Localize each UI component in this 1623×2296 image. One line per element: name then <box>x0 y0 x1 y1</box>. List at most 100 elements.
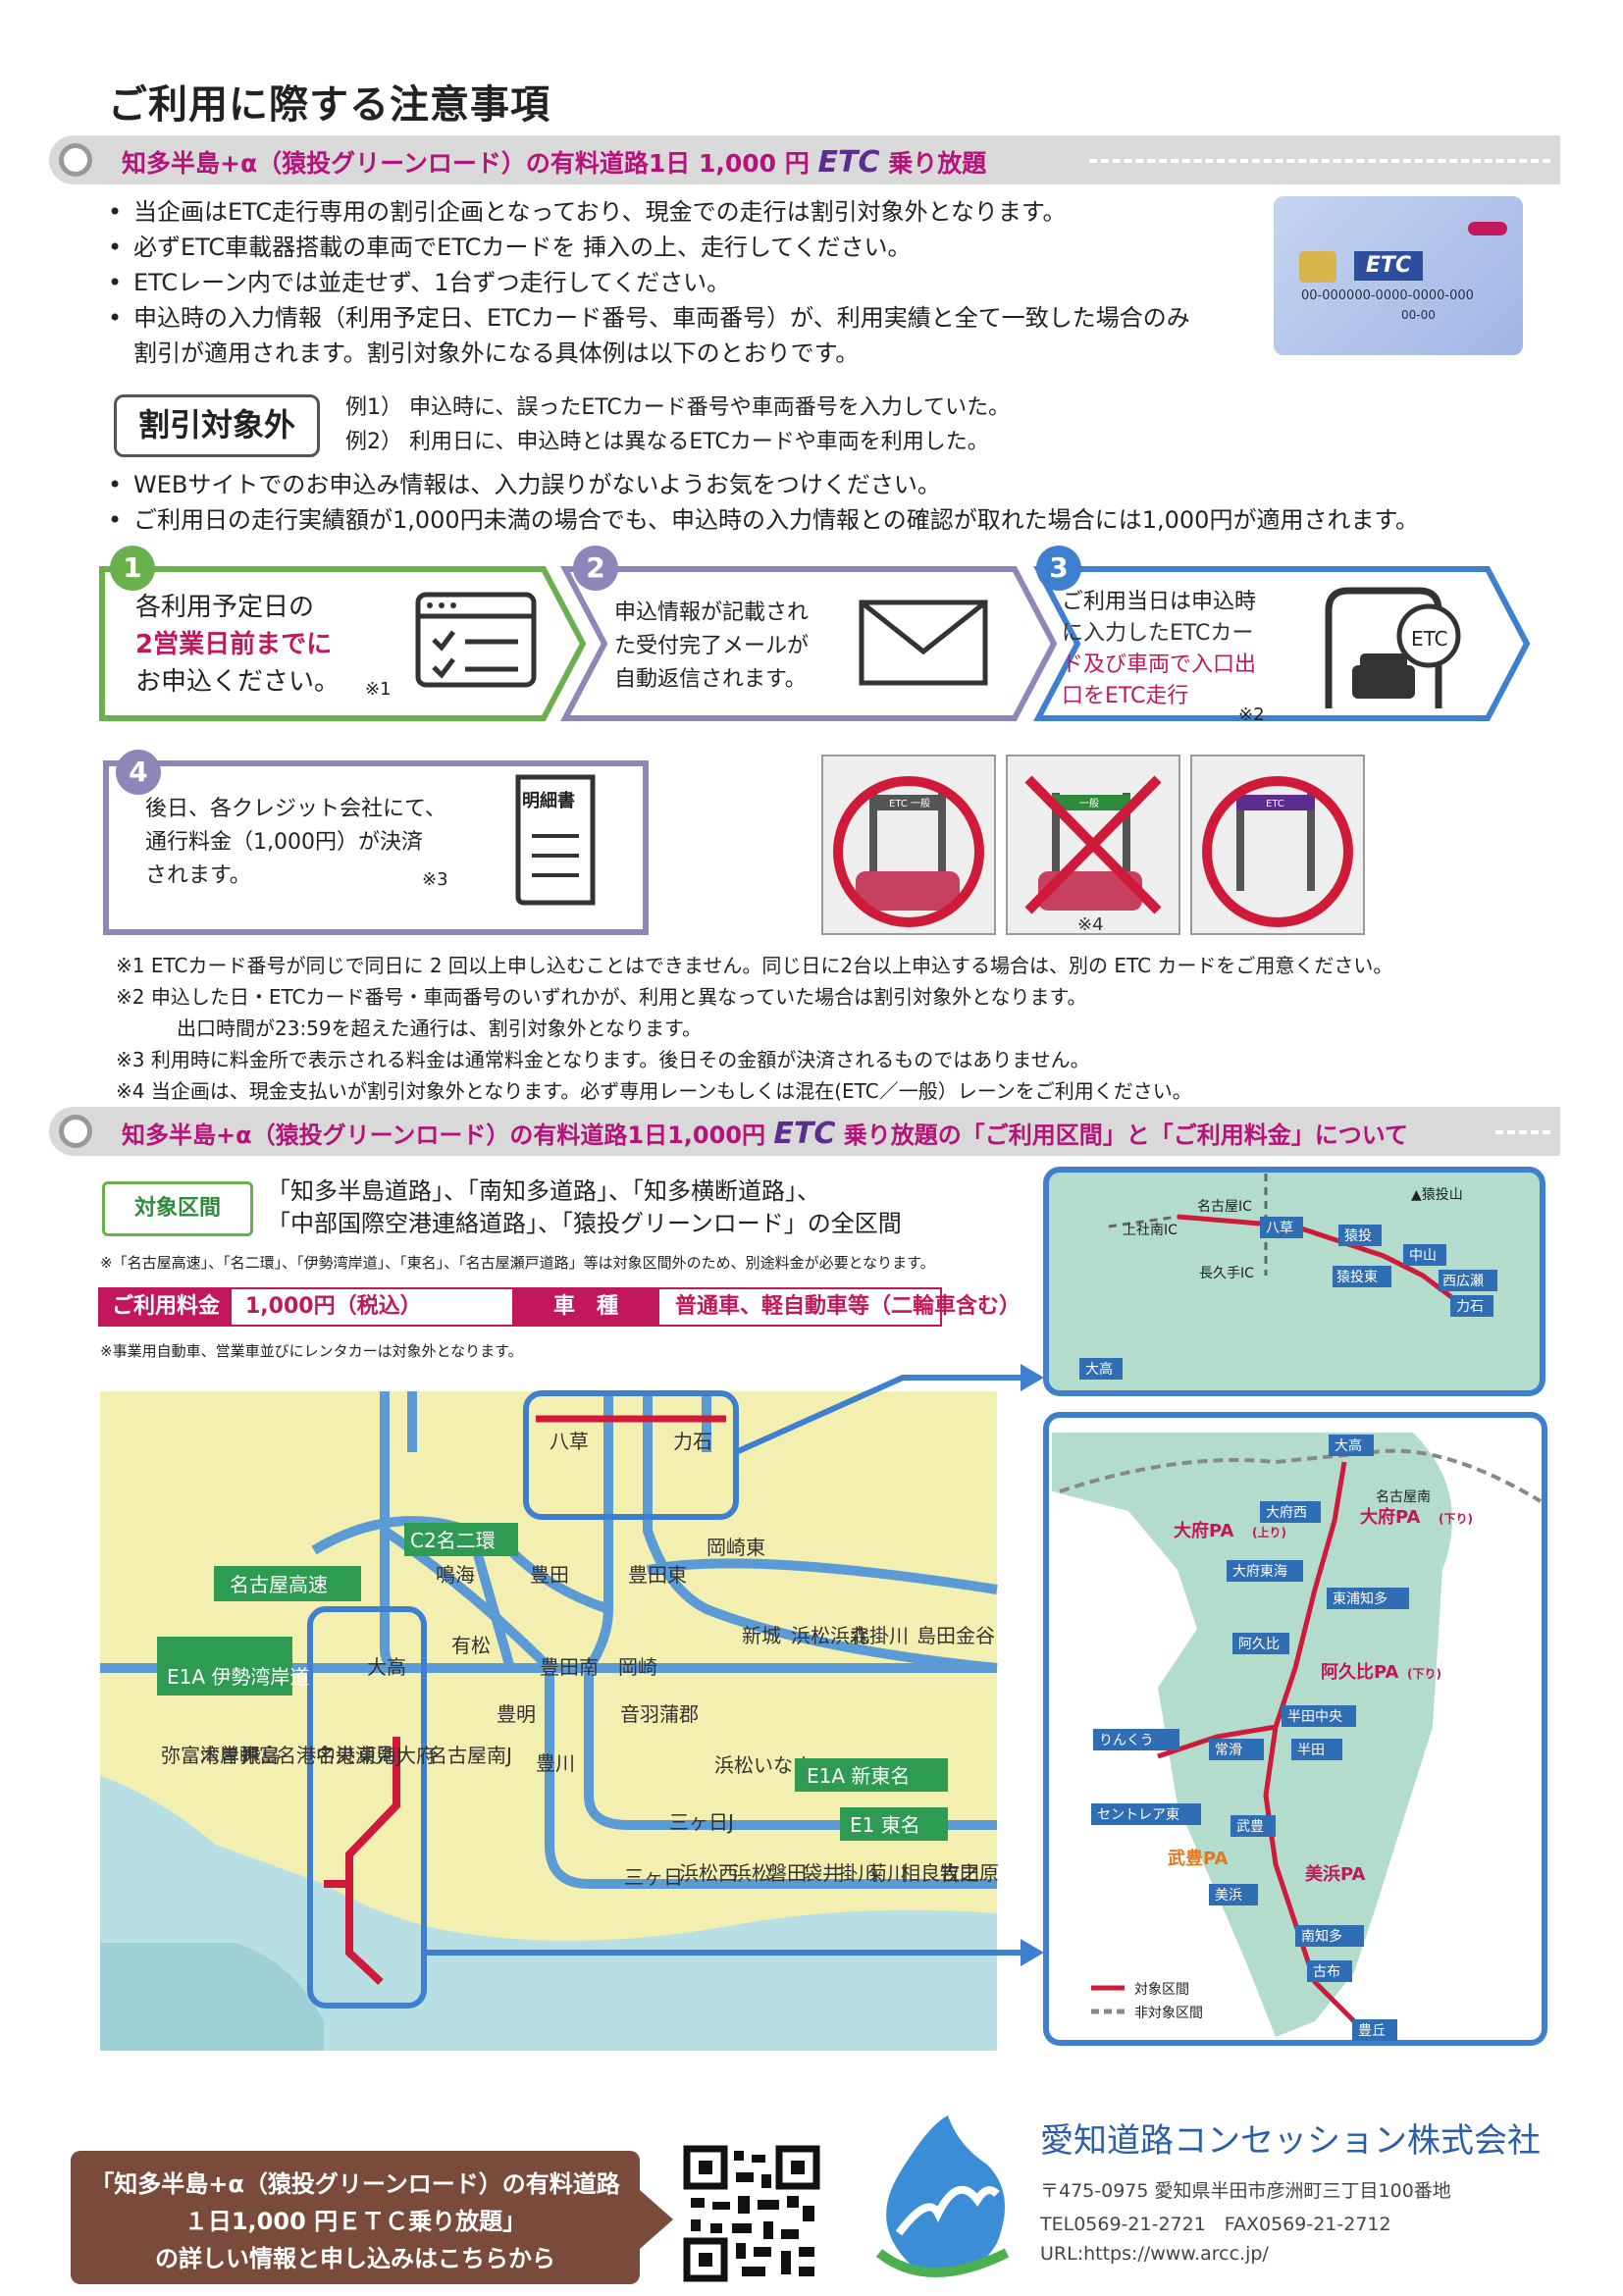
step1-text: 各利用予定日の 2営業日前までに お申込ください。 <box>135 593 340 697</box>
badge-c2: C2名二環 <box>410 1529 496 1552</box>
section1-header: 知多半島+α（猿投グリーンロード）の有料道路1日 1,000 円 ETC 乗り放… <box>49 135 1560 184</box>
label-yatomi-kiso: 弥富木曽岬 <box>161 1744 259 1767</box>
label-inset-nishi-hirose: 西広瀬 <box>1442 1274 1484 1289</box>
legend-out: 非対象区間 <box>1134 2006 1203 2021</box>
label-ib-higashiura-chita: 東浦知多 <box>1333 1591 1387 1607</box>
etc-icon-label: ETC <box>1411 627 1448 651</box>
label-nagoya-minami-j: 名古屋南J <box>428 1744 512 1767</box>
lane-label-1: ETC 一般 <box>889 797 930 809</box>
bullet-item: 必ずETC車載器搭載の車両でETCカードを 挿入の上、走行してください。 <box>108 230 1285 265</box>
label-ib-handa: 半田 <box>1297 1743 1325 1758</box>
label-ib-mihama-pa: 美浜PA <box>1305 1863 1366 1885</box>
lane-etc-ok <box>1190 755 1365 935</box>
label-chikaraishi: 力石 <box>673 1430 712 1453</box>
label-tokai-j: 東海J <box>357 1744 402 1767</box>
note-2-cont: 出口時間が23:59を超えた通行は、割引対象外となります。 <box>177 1017 703 1040</box>
label-inset-sanage: 猿投 <box>1344 1228 1372 1244</box>
steps-arrows <box>99 566 1531 721</box>
label-iwata: 磐田 <box>767 1861 807 1885</box>
label-inset-odaka: 大高 <box>1085 1361 1113 1378</box>
company-name: 愛知道路コンセッション株式会社 <box>1040 2121 1541 2161</box>
company-url[interactable]: URL:https://www.arcc.jp/ <box>1040 2243 1269 2265</box>
label-nagoya-ic: 名古屋IC <box>1197 1199 1252 1215</box>
label-inset-yakusa: 八草 <box>1266 1221 1293 1236</box>
area-note: ※「名古屋高速」、「名二環」、「伊勢湾岸道」、「東名」、「名古屋瀬戸道路」等は対… <box>100 1254 935 1272</box>
car-label: 車 種 <box>512 1289 659 1325</box>
label-ib-odaka: 大高 <box>1335 1437 1362 1454</box>
label-obu: 大府 <box>396 1744 436 1767</box>
bullet-item: WEBサイトでのお申込み情報は、入力誤りがないようお気をつけください。 <box>108 467 1419 502</box>
lane-mixed-ok <box>821 755 996 935</box>
section2-heading: 知多半島+α（猿投グリーンロード）の有料道路1日1,000円 ETC 乗り放題の… <box>122 1117 1408 1151</box>
lane-mark: ※4 <box>1077 914 1104 935</box>
note-4: ※4 当企画は、現金支払いが割引対象外となります。必ず専用レーンもしくは混在(E… <box>116 1079 1192 1103</box>
bullet-item: 申込時の入力情報（利用予定日、ETCカード番号、車両番号）が、利用実績と全て一致… <box>108 300 1285 336</box>
example-1: 例1） 申込時に、誤ったETCカード番号や車両番号を入力していた。 <box>345 395 1011 420</box>
label-morikakegawa: 森掛川 <box>850 1624 909 1647</box>
label-ib-kofu: 古布 <box>1313 1964 1340 1980</box>
step2-text: 申込情報が記載され た受付完了メールが 自動返信されます。 <box>614 600 810 692</box>
step4-number: 4 <box>116 750 161 795</box>
statement-label: 明細書 <box>522 791 575 811</box>
excluded-examples: 例1） 申込時に、誤ったETCカード番号や車両番号を入力していた。 例2） 利用… <box>345 391 1010 459</box>
label-ib-taketoyo: 武豊 <box>1236 1819 1264 1835</box>
label-kikugawa: 菊川 <box>867 1861 907 1885</box>
label-shinshiro: 新城 <box>742 1624 781 1647</box>
label-ib-obu-pa-up-dir: (上り) <box>1252 1525 1286 1539</box>
label-toyokawa: 豊川 <box>536 1751 575 1775</box>
label-toyoake: 豊明 <box>497 1702 536 1726</box>
label-ib-toyooka: 豊丘 <box>1358 2023 1386 2039</box>
label-yoshida: 吉田 <box>940 1861 979 1885</box>
label-okazaki-higashi: 岡崎東 <box>707 1536 765 1559</box>
label-ib-tokoname: 常滑 <box>1215 1742 1242 1758</box>
page-title: ご利用に際する注意事項 <box>108 82 550 128</box>
connector-top <box>734 1375 1021 1455</box>
label-ib-obu-pa-down: 大府PA <box>1360 1506 1421 1528</box>
label-inset-nakayama: 中山 <box>1409 1248 1437 1264</box>
card-stripe <box>1468 222 1507 235</box>
label-inset-chikaraishi: 力石 <box>1456 1299 1484 1315</box>
highlight-box-chita <box>307 1606 427 2009</box>
legend-in: 対象区間 <box>1134 1982 1189 1998</box>
label-ib-rinku: りんくう <box>1099 1733 1154 1748</box>
label-toyota-minami: 豊田南 <box>540 1655 599 1679</box>
label-ib-mihama: 美浜 <box>1215 1888 1242 1904</box>
note-1: ※1 ETCカード番号が同じで同日に 2 回以上申し込むことはできません。同じ日… <box>116 954 1393 977</box>
label-hamamatsu: 浜松 <box>732 1861 771 1885</box>
etc-card-image: ETC 00-000000-0000-0000-000 00-00 <box>1274 196 1523 355</box>
note-2: ※2 申込した日・ETCカード番号・車両番号のいずれかが、利用と異なっていた場合… <box>116 985 1087 1009</box>
main-map-sea <box>100 1776 997 2051</box>
fee-label: ご利用料金 <box>100 1289 232 1325</box>
fee-bar: ご利用料金 1,000円（税込） 車 種 普通車、軽自動車等（二輪車含む） <box>98 1287 1021 1327</box>
label-ib-obu-pa-down-dir: (下り) <box>1439 1512 1473 1526</box>
step1-mark: ※1 <box>365 679 392 700</box>
area-text: 「知多半島道路」、「南知多道路」、「知多横断道路」、 「中部国際空港連絡道路」、… <box>267 1177 902 1237</box>
label-odaka: 大高 <box>367 1655 406 1679</box>
label-ib-agui-pa-dir: (下り) <box>1407 1667 1441 1681</box>
bullet-item: 当企画はETC走行専用の割引企画となっており、現金での走行は割引対象外となります… <box>108 194 1285 230</box>
label-hamamatsu-nishi: 浜松西 <box>679 1861 738 1885</box>
label-toyota-higashi: 豊田東 <box>628 1563 687 1587</box>
label-fukuroi: 袋井 <box>803 1861 842 1885</box>
section2-header: 知多半島+α（猿投グリーンロード）の有料道路1日1,000円 ETC 乗り放題の… <box>49 1107 1560 1156</box>
dash-line <box>1495 1130 1550 1134</box>
car-gate-icon <box>1325 587 1461 708</box>
etc-logo: ETC <box>1354 251 1423 281</box>
step4-box-svg <box>103 760 649 935</box>
step4-mark: ※3 <box>422 869 448 890</box>
badge-e1-tomei: E1 東名 <box>850 1813 920 1837</box>
badge-e1a-isewan: E1A 伊勢湾岸道 <box>167 1665 309 1689</box>
label-mikkabi-j: 三ヶ日J <box>669 1810 734 1834</box>
step3-number: 3 <box>1036 546 1081 591</box>
label-toyota: 豊田 <box>530 1563 569 1587</box>
badge-e1a-shintomei: E1A 新東名 <box>807 1764 910 1788</box>
qr-code-icon[interactable] <box>683 2145 820 2282</box>
label-shimada-kanaya: 島田金谷 <box>916 1624 995 1647</box>
area-label: 対象区間 <box>102 1181 253 1236</box>
company-logo-icon <box>875 2115 1010 2277</box>
label-meiko-chuo: 名港中央 <box>277 1744 355 1767</box>
info-banner: 「知多半島+α（猿投グリーンロード）の有料道路 １日1,000 円ＥＴＣ乗り放題… <box>71 2151 640 2284</box>
lane-general-ng <box>1006 755 1180 935</box>
example-2: 例2） 利用日に、申込時とは異なるETCカードや車両を利用した。 <box>345 430 989 454</box>
company-tel: TEL0569-21-2721 FAX0569-21-2712 <box>1040 2214 1391 2235</box>
